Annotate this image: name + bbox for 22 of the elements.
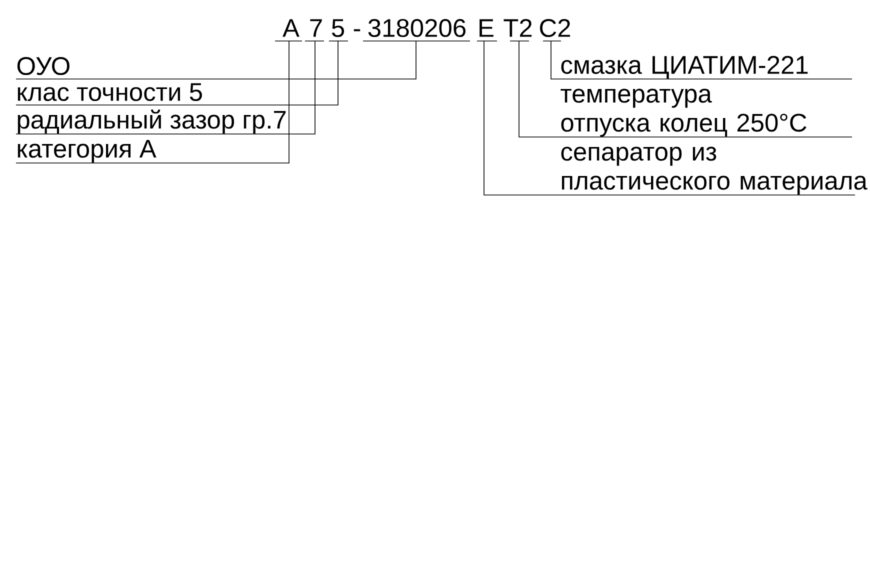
code-segment: А (274, 19, 302, 42)
explanation-text: ОУО (17, 57, 70, 76)
code-separator: - (354, 29, 360, 32)
code-segment: Т2 (504, 19, 532, 42)
explanation-text: смазка ЦИАТИМ-221 (561, 56, 808, 79)
explanation-text: сепаратор из пластического материала (561, 146, 868, 195)
code-segment: Е (476, 19, 498, 42)
leader-line (550, 40, 852, 80)
explanation-text: радиальный зазор гр.7 (18, 110, 286, 134)
leader-line (16, 40, 316, 134)
leader-line (518, 40, 852, 138)
code-segment: 5 (328, 19, 348, 42)
code-segment: 7 (304, 19, 324, 42)
leader-line (16, 40, 416, 80)
code-segment: 3180206 (362, 19, 470, 42)
leader-line (16, 40, 290, 164)
explanation-text: температура отпуска колец 250°С (560, 88, 806, 137)
leader-line (484, 40, 856, 196)
explanation-text: категория А (18, 140, 156, 163)
explanation-text: клас точности 5 (18, 83, 202, 102)
leader-line (16, 40, 338, 106)
code-segment: С2 (540, 19, 570, 42)
